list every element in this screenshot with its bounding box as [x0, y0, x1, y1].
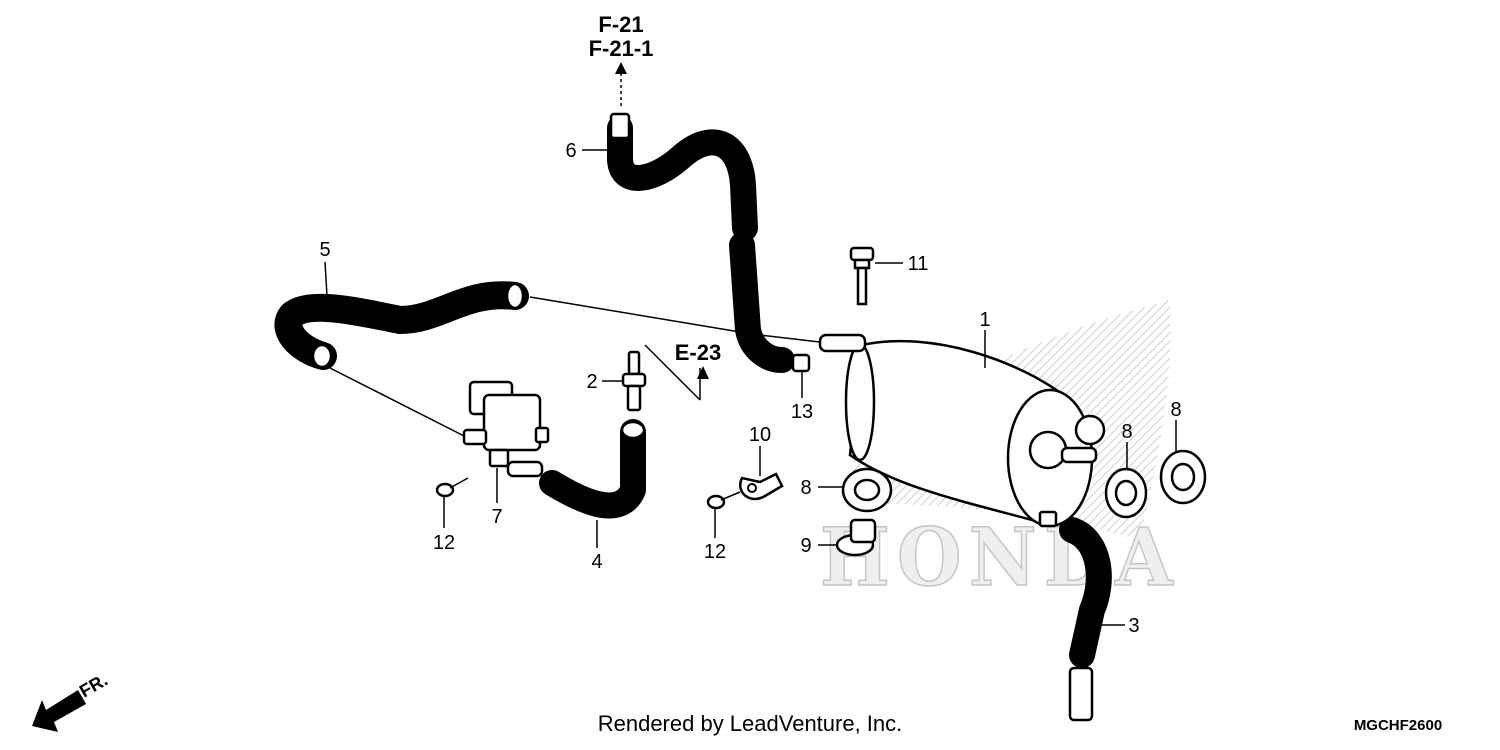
screw-12-b[interactable] [706, 491, 741, 510]
callout-9: 9 [800, 535, 811, 557]
grommet-8-c[interactable] [1159, 449, 1207, 505]
callout-6: 6 [565, 140, 576, 162]
bolt-11[interactable] [849, 246, 875, 306]
hose-6[interactable] [607, 112, 758, 241]
callout-4: 4 [591, 551, 602, 573]
callout-1: 1 [979, 309, 990, 331]
clamp-10[interactable] [739, 472, 784, 501]
callout-8-b: 8 [1121, 421, 1132, 443]
callout-3: 3 [1128, 615, 1139, 637]
collar-9[interactable] [835, 518, 877, 557]
ref-f21-1[interactable]: F-21-1 [589, 36, 654, 61]
solenoid-valve-7[interactable] [462, 380, 550, 478]
nut-13[interactable] [791, 353, 811, 373]
hose-4[interactable] [539, 419, 646, 519]
callout-8-a: 8 [800, 477, 811, 499]
grommet-8-a[interactable] [841, 467, 893, 513]
callout-12-a: 12 [433, 532, 455, 554]
callout-11: 11 [908, 253, 929, 275]
ref-e23[interactable]: E-23 [675, 340, 721, 365]
hose-5[interactable] [274, 281, 529, 370]
ref-f21[interactable]: F-21 [598, 12, 643, 37]
screw-12-a[interactable] [435, 477, 469, 498]
callout-7: 7 [491, 506, 502, 528]
evap-canister-1[interactable] [818, 333, 1106, 528]
footer-credit: Rendered by LeadVenture, Inc. [598, 711, 903, 736]
callout-8-c: 8 [1170, 399, 1181, 421]
connection-lines [325, 296, 829, 441]
callout-2: 2 [586, 371, 597, 393]
callout-12-b: 12 [704, 541, 726, 563]
hose-6-lower[interactable] [729, 232, 795, 373]
diagram-code: MGCHF2600 [1354, 717, 1442, 734]
front-direction-arrow-icon [32, 690, 86, 732]
callout-10: 10 [749, 424, 771, 446]
reference-arrow-icon [615, 62, 709, 379]
honda-watermark-text: HONDA [820, 510, 1180, 604]
joint-2[interactable] [621, 350, 647, 412]
hose-3[interactable] [1059, 517, 1112, 722]
callout-13: 13 [791, 401, 813, 423]
callout-5: 5 [319, 239, 330, 261]
callout-leaders [324, 149, 1177, 626]
grommet-8-b[interactable] [1104, 467, 1148, 519]
